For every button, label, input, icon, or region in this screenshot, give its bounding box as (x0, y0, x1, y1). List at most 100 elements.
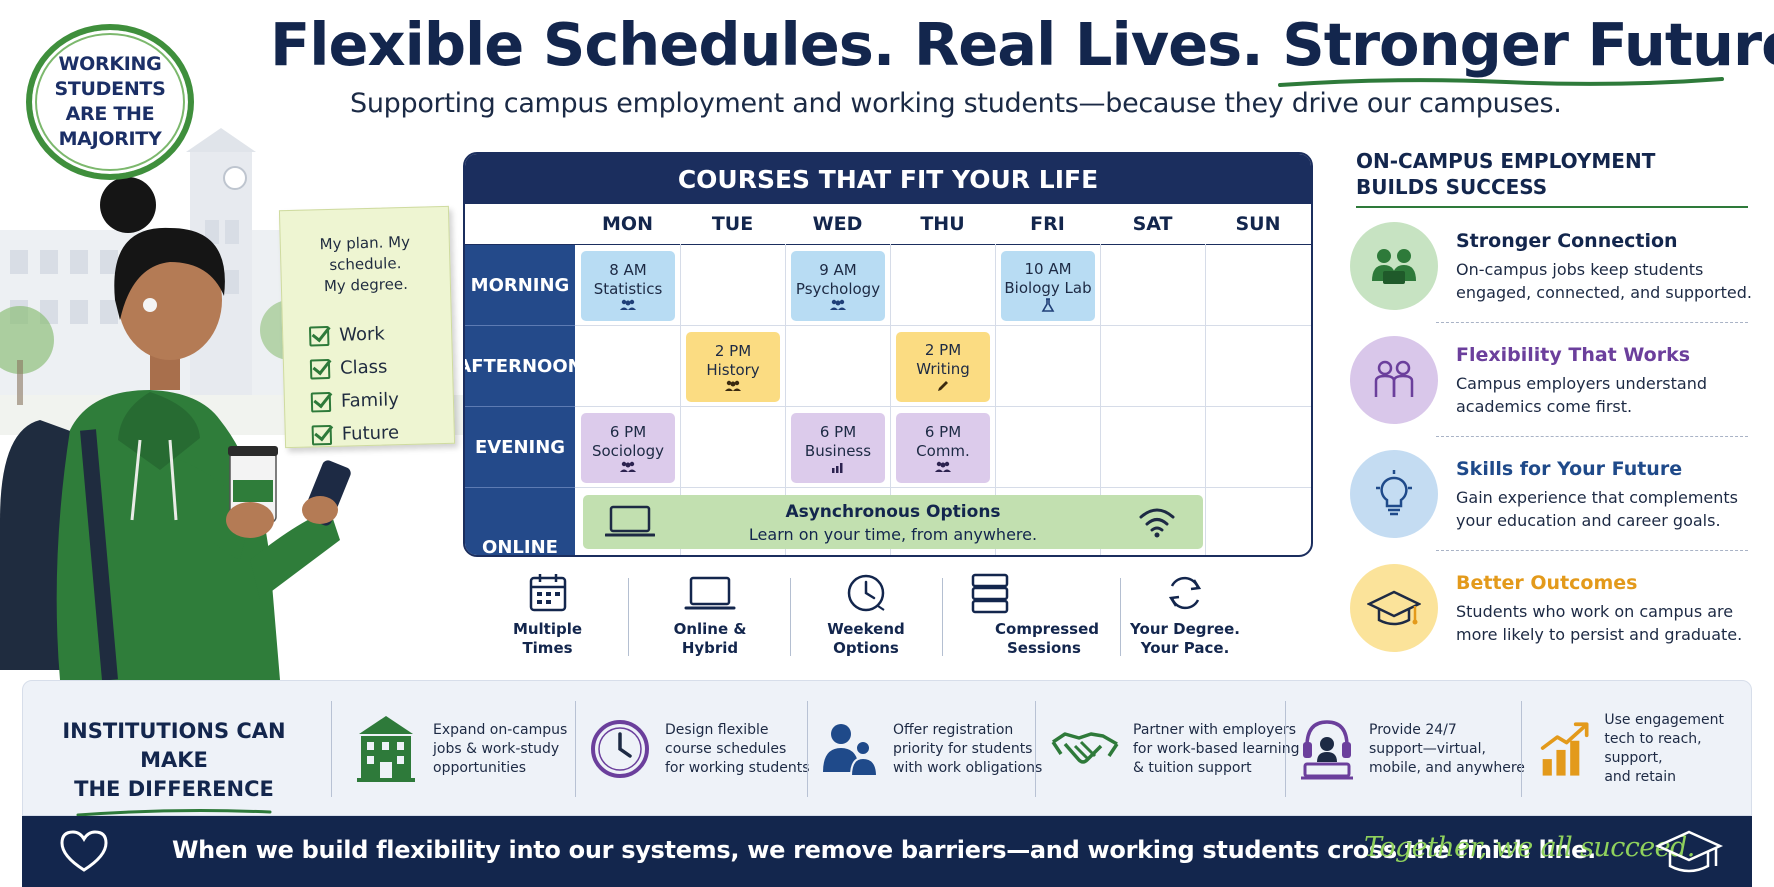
row-header-morning: MORNING (465, 245, 575, 326)
checkbox-icon (308, 325, 330, 347)
action-text-line: priority for students (893, 740, 1033, 757)
checklist-label: Work (338, 323, 386, 346)
users-icon (823, 724, 879, 777)
clock-icon (591, 720, 649, 778)
right-panel-title-line: ON-CAMPUS EMPLOYMENT (1356, 149, 1656, 173)
course-history[interactable]: 2 PM History (686, 332, 780, 402)
checkbox-icon (310, 391, 332, 412)
benefit-divider (1436, 436, 1748, 437)
online-subtitle: Learn on your time, from anywhere. (748, 525, 1038, 544)
benefit-stronger-connection: Stronger Connection On-campus jobs keep … (1350, 222, 1754, 322)
benefit-skills: Skills for Your Future Gain experience t… (1350, 450, 1754, 550)
checklist-item: Work (308, 316, 442, 352)
schedule-title: COURSES THAT FIT YOUR LIFE (465, 154, 1311, 204)
grid-line (575, 487, 1311, 488)
course-name: Statistics (593, 280, 663, 298)
action-text-line: with work obligations (893, 759, 1043, 776)
page-subtitle: Supporting campus employment and working… (350, 88, 1562, 119)
action-text-line: Design flexible (665, 721, 769, 738)
footer-banner: When we build flexibility into our syste… (22, 816, 1752, 887)
strip-divider (807, 701, 808, 797)
building-icon (357, 716, 415, 782)
feature-label: Your Degree. (1130, 620, 1240, 638)
course-writing[interactable]: 2 PM Writing (896, 332, 990, 402)
day-header: MON (602, 213, 653, 235)
checklist-label: Family (340, 389, 400, 412)
course-biology-lab[interactable]: 10 AM Biology Lab (1001, 251, 1095, 321)
note-title-line: My plan. My schedule. (319, 232, 411, 274)
action-text-line: for work-based learning (1133, 740, 1300, 757)
stack-icon (971, 573, 1009, 614)
graduation-cap-icon (1367, 590, 1421, 626)
action-text-line: Expand on-campus (433, 721, 568, 738)
group-icon (725, 380, 741, 391)
feature-label: Weekend Options (827, 620, 905, 657)
schedule-grid: MON TUE WED THU FRI SAT SUN MORNING AFTE… (465, 204, 1311, 555)
feature-label: Sessions (1007, 639, 1081, 657)
sticky-note: My plan. My schedule. My degree. Work Cl… (278, 205, 456, 449)
grid-line (575, 325, 1311, 326)
benefit-heading: Skills for Your Future (1456, 458, 1683, 480)
student-campus-illustration (0, 128, 470, 680)
footer-tagline: Together, we all succeed. (1364, 832, 1695, 863)
benefit-body: Campus employers understand academics com… (1456, 372, 1756, 418)
badge-line: ARE THE (65, 103, 155, 125)
lightbulb-icon (1376, 470, 1412, 516)
benefit-body-line: Students who work on campus are (1456, 602, 1734, 621)
grid-line (1205, 244, 1206, 555)
benefit-body: Students who work on campus are more like… (1456, 600, 1756, 646)
feature-divider (1120, 578, 1121, 656)
action-text-line: & tuition support (1133, 759, 1252, 776)
day-header: FRI (1030, 213, 1065, 235)
badge-line: STUDENTS (54, 78, 166, 100)
asynchronous-options-bar[interactable]: Asynchronous Options Learn on your time,… (583, 495, 1203, 549)
benefit-icon-circle (1350, 450, 1438, 538)
grid-line (890, 244, 891, 555)
heart-icon (60, 830, 108, 872)
course-schedule: COURSES THAT FIT YOUR LIFE MON TUE WED T… (463, 152, 1313, 557)
course-time: 10 AM (1024, 260, 1072, 278)
course-sociology[interactable]: 6 PM Sociology (581, 413, 675, 483)
benefit-body-line: academics come first. (1456, 397, 1633, 416)
day-header: SUN (1235, 213, 1281, 235)
underline-swoosh (1278, 77, 1725, 87)
course-statistics[interactable]: 8 AM Statistics (581, 251, 675, 321)
course-psychology[interactable]: 9 AM Psychology (791, 251, 885, 321)
grid-line (680, 244, 681, 555)
checklist-item: Class (309, 349, 443, 385)
benefit-icon-circle (1350, 336, 1438, 424)
benefit-heading: Flexibility That Works (1456, 344, 1691, 366)
row-header-evening: EVENING (465, 407, 575, 488)
group-icon (830, 299, 846, 310)
feature-compressed-sessions: Compressed Sessions (955, 572, 1105, 658)
course-time: 2 PM (924, 341, 962, 359)
note-checklist: Work Class Family Future (293, 316, 444, 452)
title-underline-swoosh (76, 809, 272, 817)
action-text-line: mobile, and anywhere (1369, 759, 1525, 776)
feature-label: Multiple Times (512, 620, 583, 657)
flask-icon (1041, 298, 1055, 312)
course-time: 6 PM (819, 423, 857, 441)
feature-multiple-times: Multiple Times (490, 572, 605, 658)
course-business[interactable]: 6 PM Business (791, 413, 885, 483)
course-comm[interactable]: 6 PM Comm. (896, 413, 990, 483)
clock-icon (847, 574, 885, 612)
benefit-body-line: more likely to persist and graduate. (1456, 625, 1743, 644)
headset-icon (1301, 720, 1353, 780)
institutions-title-line: INSTITUTIONS CAN MAKE (62, 719, 286, 772)
grid-line (1100, 244, 1101, 555)
feature-divider (942, 578, 943, 656)
benefit-body-line: Campus employers understand (1456, 374, 1707, 393)
badge-line: WORKING (58, 53, 162, 75)
laptop-icon (605, 505, 655, 537)
right-panel-rule (1356, 206, 1748, 208)
institutions-strip: INSTITUTIONS CAN MAKE THE DIFFERENCE Exp… (22, 680, 1752, 817)
handshake-icon (1051, 732, 1119, 764)
benefit-divider (1436, 322, 1748, 323)
